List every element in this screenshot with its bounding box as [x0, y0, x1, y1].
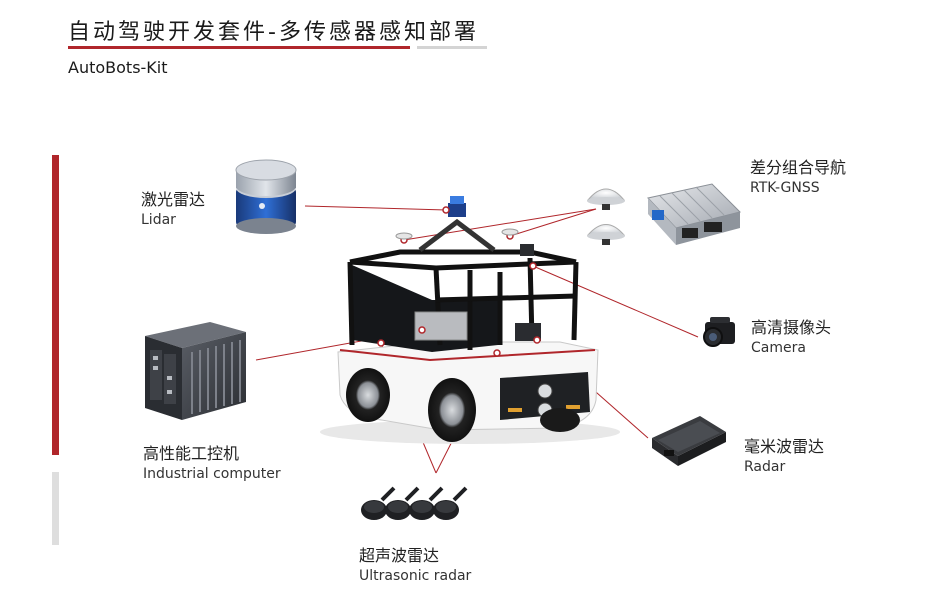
gnss-connector-top — [403, 208, 597, 241]
label-lidar-en: Lidar — [141, 211, 176, 228]
industrial-computer-icon — [145, 322, 246, 420]
gnss-receiver-icon — [647, 183, 741, 245]
label-radar: 毫米波雷达 Radar — [744, 437, 824, 476]
label-ultrasonic-en: Ultrasonic radar — [359, 567, 472, 584]
ultrasonic-sensors-icon — [361, 486, 468, 520]
label-industrial-computer-cn: 高性能工控机 — [143, 444, 240, 463]
camera-connector — [532, 265, 699, 338]
gnss-antenna-icon — [586, 188, 626, 245]
label-industrial-computer-en: Industrial computer — [143, 465, 281, 482]
vehicle — [320, 196, 620, 444]
side-gray-bar — [52, 472, 59, 545]
page-title: 自动驾驶开发套件-多传感器感知部署 — [68, 20, 479, 45]
title-underline-accent — [68, 46, 410, 49]
label-camera-en: Camera — [751, 339, 806, 356]
page-subtitle: AutoBots-Kit — [68, 58, 168, 77]
label-lidar: 激光雷达 Lidar — [141, 190, 205, 229]
radar-device-icon — [652, 416, 726, 466]
label-camera: 高清摄像头 Camera — [751, 318, 831, 357]
camera-device-icon — [703, 317, 735, 347]
lidar-device-icon — [235, 159, 297, 234]
label-radar-en: Radar — [744, 458, 786, 475]
title-underline-gray — [417, 46, 487, 49]
gnss-connector-bottom — [509, 208, 597, 237]
label-radar-cn: 毫米波雷达 — [744, 437, 825, 456]
label-rtk-gnss: 差分组合导航 RTK-GNSS — [750, 158, 846, 197]
lidar-connector — [304, 205, 447, 211]
label-ultrasonic-cn: 超声波雷达 — [359, 546, 440, 565]
label-rtk-gnss-en: RTK-GNSS — [750, 179, 820, 196]
label-ultrasonic: 超声波雷达 Ultrasonic radar — [359, 546, 471, 585]
label-rtk-gnss-cn: 差分组合导航 — [750, 158, 847, 177]
label-industrial-computer: 高性能工控机 Industrial computer — [143, 444, 281, 483]
side-accent-bar — [52, 155, 59, 455]
label-camera-cn: 高清摄像头 — [751, 318, 832, 337]
label-lidar-cn: 激光雷达 — [141, 190, 206, 209]
